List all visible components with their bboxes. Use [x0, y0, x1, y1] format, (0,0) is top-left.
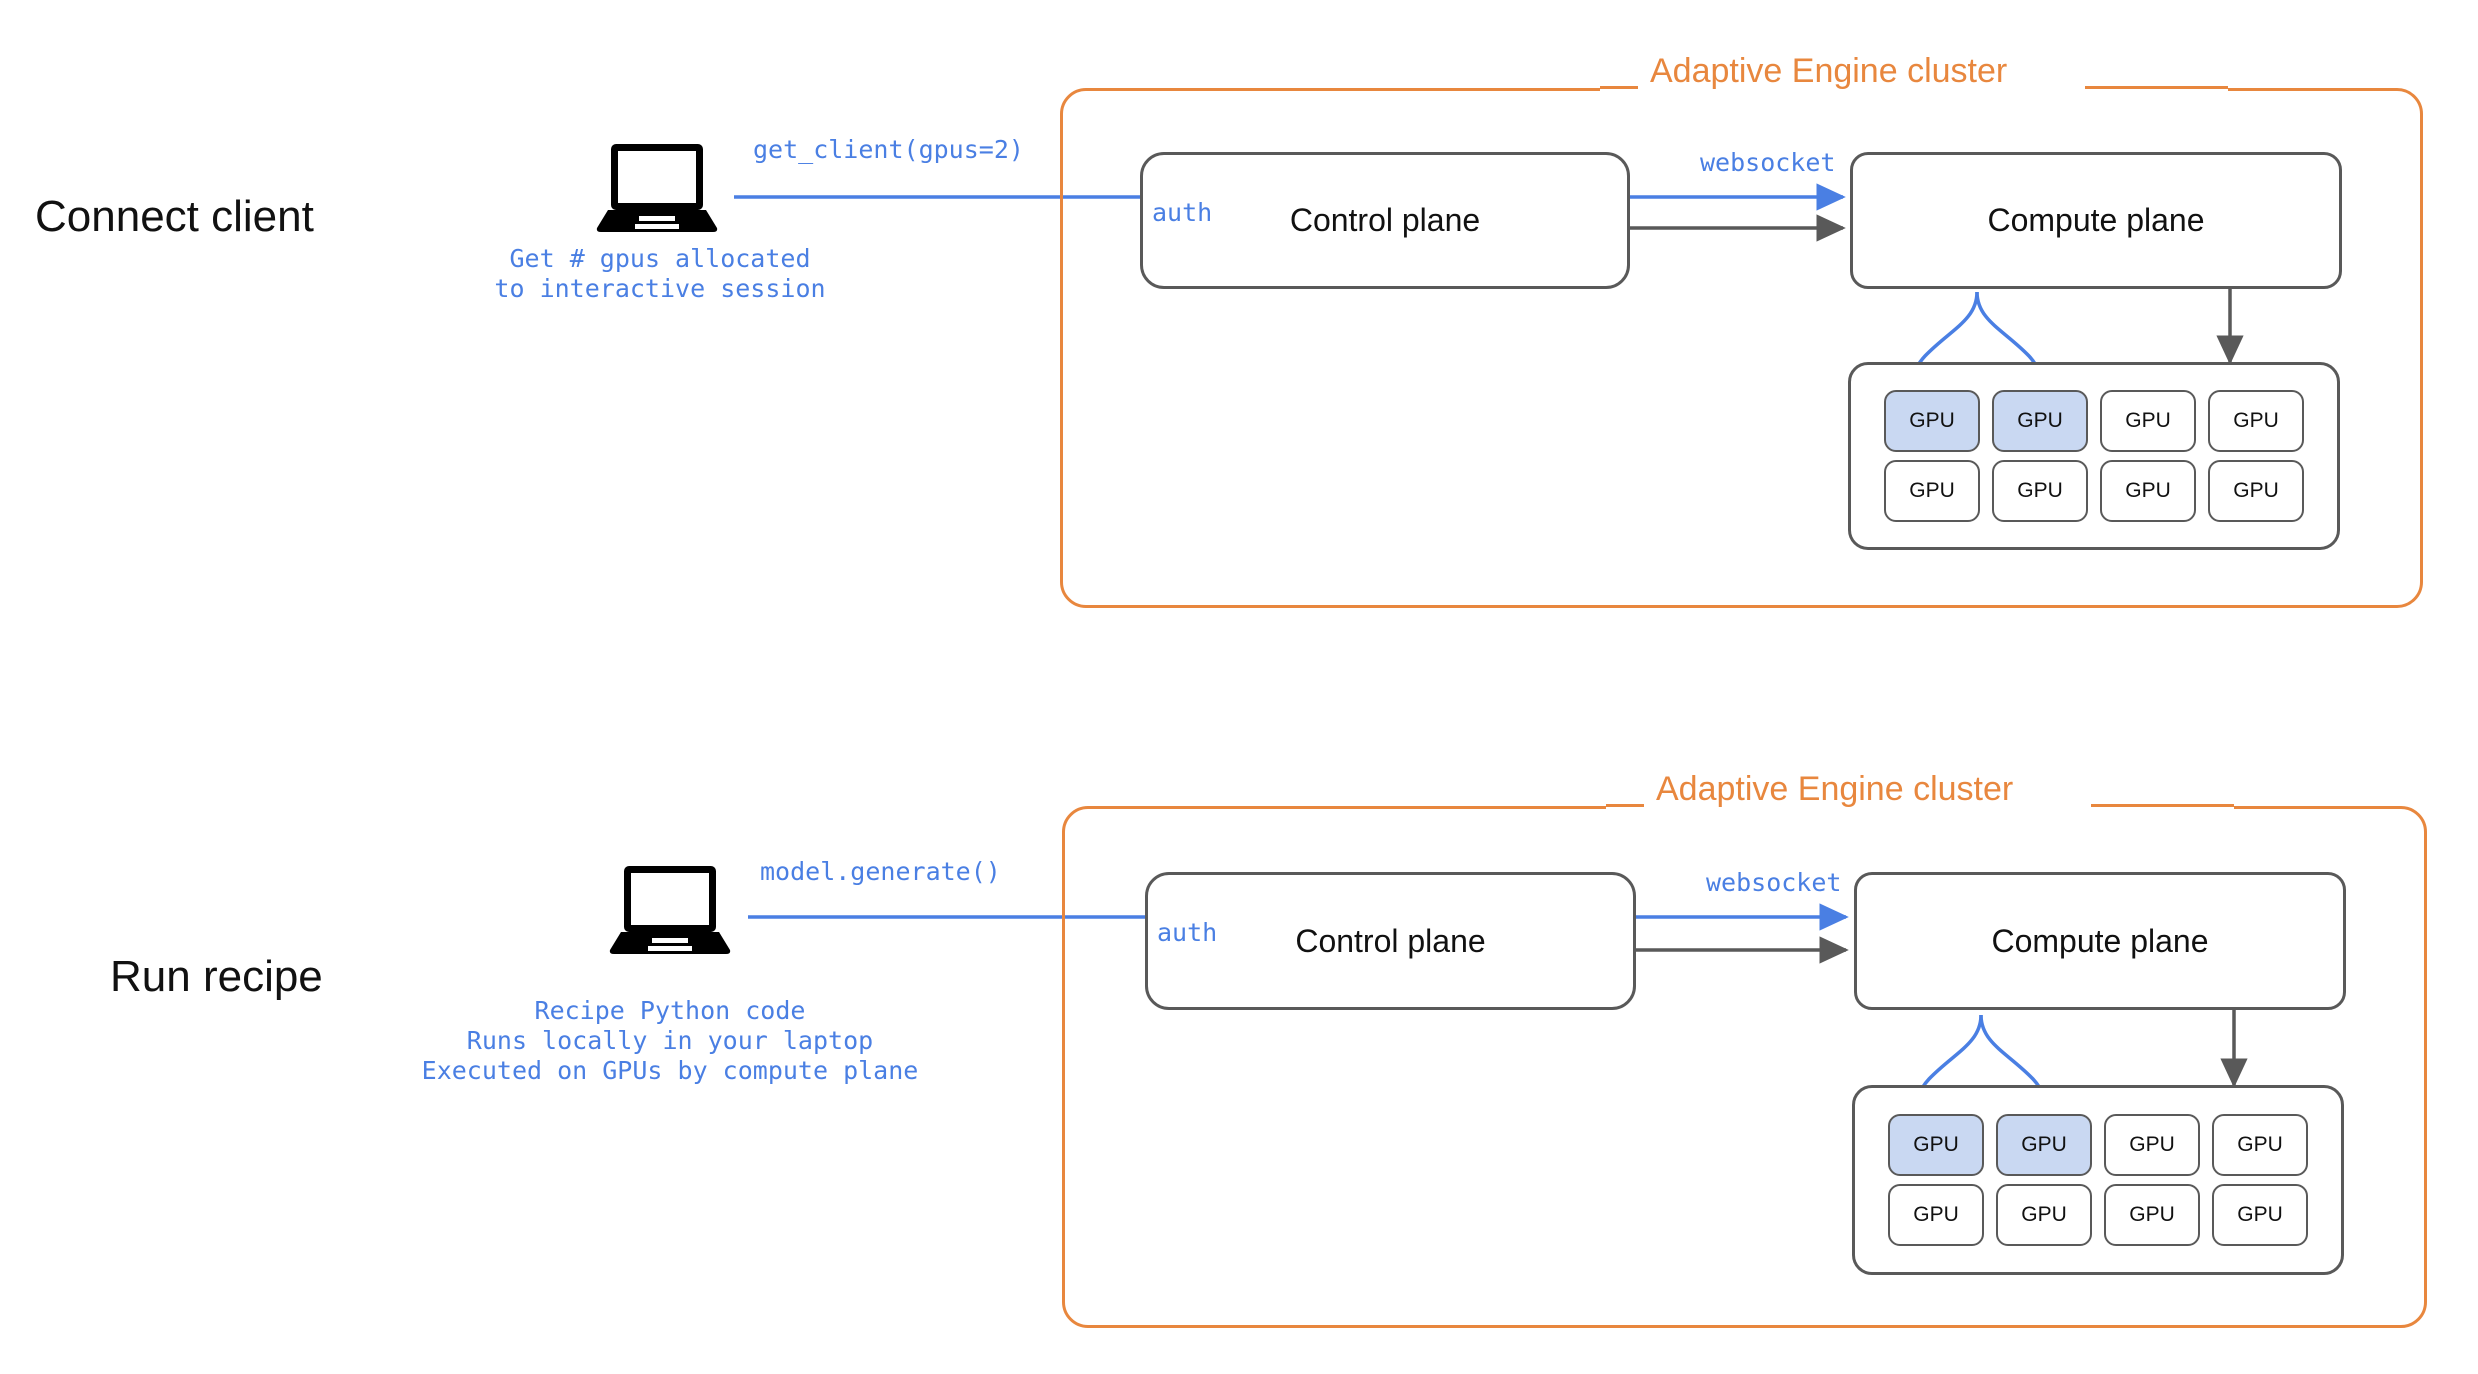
- compute-plane-box-top[interactable]: Compute plane: [1850, 152, 2342, 289]
- gpu-cell[interactable]: GPU: [2100, 390, 2196, 452]
- gpu-cell[interactable]: GPU: [2212, 1114, 2308, 1176]
- gpu-tray-bottom: GPU GPU GPU GPU GPU GPU GPU GPU: [1852, 1085, 2344, 1275]
- gpu-cell-label: GPU: [2233, 479, 2279, 502]
- control-plane-box-bottom[interactable]: Control plane: [1145, 872, 1636, 1010]
- gpu-cell[interactable]: GPU: [1996, 1184, 2092, 1246]
- cluster-leader-right: [2091, 804, 2234, 807]
- gpu-cell-label: GPU: [2021, 1203, 2067, 1226]
- control-plane-label: Control plane: [1295, 922, 1486, 959]
- call-label-model-generate: model.generate(): [760, 857, 1001, 886]
- gpu-cell-label: GPU: [2017, 409, 2063, 432]
- auth-label-top: auth: [1152, 198, 1213, 227]
- call-label-get-client: get_client(gpus=2): [753, 135, 1024, 164]
- caption-line-1: Recipe Python code: [534, 996, 806, 1025]
- gpu-tray-top: GPU GPU GPU GPU GPU GPU GPU GPU: [1848, 362, 2340, 550]
- gpu-cell[interactable]: GPU: [2104, 1184, 2200, 1246]
- caption-line-2: to interactive session: [494, 274, 826, 303]
- compute-plane-label: Compute plane: [1991, 922, 2209, 959]
- gpu-cell[interactable]: GPU: [2208, 390, 2304, 452]
- cluster-leader-left: [1606, 804, 1644, 807]
- gpu-cell-label: GPU: [2017, 479, 2063, 502]
- section-title-run-recipe: Run recipe: [110, 952, 323, 1001]
- gpu-cell[interactable]: GPU: [1888, 1114, 1984, 1176]
- gpu-row: GPU GPU GPU GPU: [1884, 460, 2304, 522]
- gpu-row: GPU GPU GPU GPU: [1884, 390, 2304, 452]
- gpu-cell-label: GPU: [2125, 409, 2171, 432]
- gpu-cell-label: GPU: [2021, 1133, 2067, 1156]
- websocket-label-bottom: websocket: [1706, 868, 1842, 897]
- gpu-cell[interactable]: GPU: [1884, 390, 1980, 452]
- websocket-label-top: websocket: [1700, 148, 1836, 177]
- caption-line-2: Runs locally in your laptop: [466, 1026, 874, 1055]
- gpu-cell-label: GPU: [2237, 1203, 2283, 1226]
- section-title-connect-client: Connect client: [35, 192, 314, 241]
- gpu-cell[interactable]: GPU: [2104, 1114, 2200, 1176]
- compute-plane-label: Compute plane: [1987, 202, 2205, 238]
- gpu-cell-label: GPU: [2129, 1203, 2175, 1226]
- compute-plane-box-bottom[interactable]: Compute plane: [1854, 872, 2346, 1010]
- gpu-cell-label: GPU: [1909, 409, 1955, 432]
- laptop-icon: [608, 862, 732, 958]
- gpu-cell[interactable]: GPU: [1888, 1184, 1984, 1246]
- cluster-label-run-recipe: Adaptive Engine cluster: [1646, 770, 2024, 809]
- gpu-cell[interactable]: GPU: [2100, 460, 2196, 522]
- gpu-cell[interactable]: GPU: [2212, 1184, 2308, 1246]
- caption-line-1: Get # gpus allocated: [509, 244, 811, 273]
- gpu-cell-label: GPU: [2233, 409, 2279, 432]
- gpu-row: GPU GPU GPU GPU: [1888, 1184, 2308, 1246]
- gpu-row: GPU GPU GPU GPU: [1888, 1114, 2308, 1176]
- gpu-cell[interactable]: GPU: [1884, 460, 1980, 522]
- control-plane-box-top[interactable]: Control plane: [1140, 152, 1630, 289]
- cluster-leader-left: [1600, 86, 1638, 89]
- auth-label-bottom: auth: [1157, 918, 1218, 947]
- gpu-cell[interactable]: GPU: [1992, 460, 2088, 522]
- gpu-cell-label: GPU: [1909, 479, 1955, 502]
- control-plane-label: Control plane: [1289, 202, 1481, 238]
- gpu-cell-label: GPU: [2237, 1133, 2283, 1156]
- gpu-cell[interactable]: GPU: [1996, 1114, 2092, 1176]
- gpu-cell-label: GPU: [1913, 1133, 1959, 1156]
- cluster-leader-right: [2085, 86, 2228, 89]
- gpu-cell-label: GPU: [2129, 1133, 2175, 1156]
- laptop-icon: [595, 140, 719, 236]
- gpu-cell-label: GPU: [1913, 1203, 1959, 1226]
- gpu-cell[interactable]: GPU: [2208, 460, 2304, 522]
- gpu-cell-label: GPU: [2125, 479, 2171, 502]
- caption-line-3: Executed on GPUs by compute plane: [421, 1056, 919, 1085]
- cluster-label-connect-client: Adaptive Engine cluster: [1640, 52, 2018, 91]
- gpu-cell[interactable]: GPU: [1992, 390, 2088, 452]
